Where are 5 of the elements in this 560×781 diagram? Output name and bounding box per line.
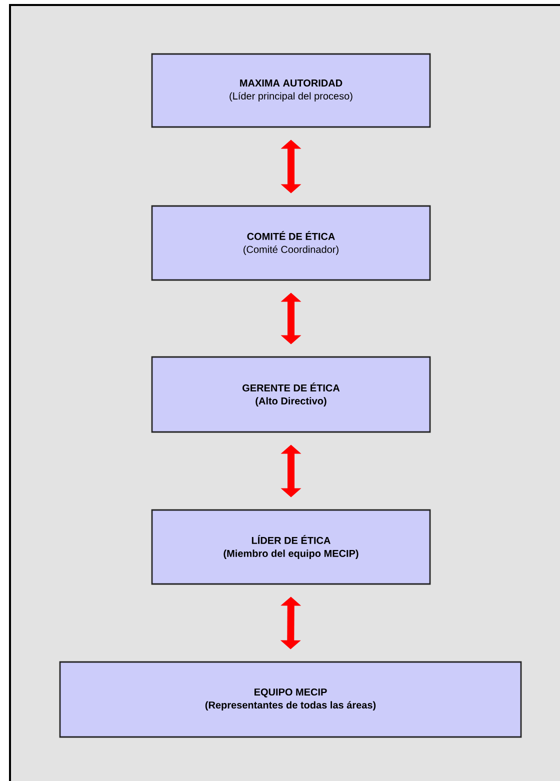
role-box: EQUIPO MECIP (Representantes de todas las áreas)	[59, 661, 522, 738]
role-box: COMITÉ DE ÉTICA (Comité Coordinador)	[151, 205, 431, 281]
role-box: MAXIMA AUTORIDAD (Líder principal del proceso)	[151, 53, 431, 128]
role-box: LÍDER DE ÉTICA (Miembro del equipo MECIP)	[151, 509, 431, 585]
role-box: GERENTE DE ÉTICA (Alto Directivo)	[151, 356, 431, 433]
